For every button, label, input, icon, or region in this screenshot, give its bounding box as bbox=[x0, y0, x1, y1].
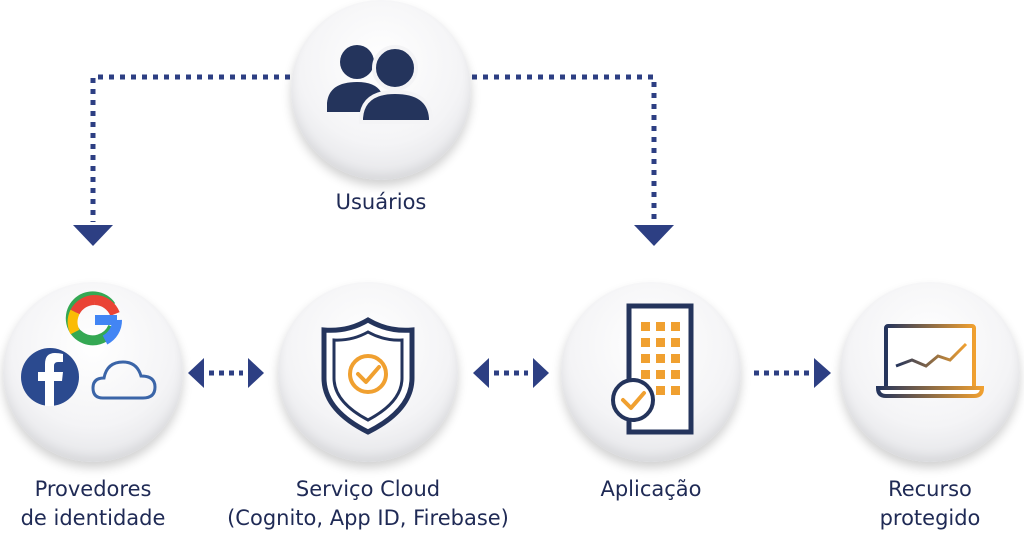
users-node bbox=[291, 0, 471, 180]
building-check-icon bbox=[611, 303, 694, 435]
cloud-app-arrow-left bbox=[473, 358, 489, 388]
shield-check-icon bbox=[321, 317, 415, 435]
resource-label-line2: protegido bbox=[879, 506, 981, 530]
laptop-chart-icon bbox=[875, 324, 985, 398]
app-resource-arrowhead bbox=[814, 358, 831, 388]
providers-cloud-arrow-right bbox=[248, 358, 264, 388]
providers-label-line2: de identidade bbox=[20, 506, 166, 530]
users-to-providers-line bbox=[90, 74, 290, 222]
users-to-app-line bbox=[472, 74, 657, 222]
cloud-app-arrow-right bbox=[533, 358, 549, 388]
providers-icons bbox=[21, 291, 157, 406]
cloud-service-node bbox=[278, 282, 458, 462]
resource-label-line1: Recurso bbox=[888, 477, 972, 501]
users-icon bbox=[327, 45, 433, 124]
resource-label: Recurso protegido bbox=[840, 475, 1020, 533]
cloud-service-label: Serviço Cloud (Cognito, App ID, Firebase… bbox=[218, 475, 518, 533]
users-label: Usuários bbox=[335, 190, 427, 214]
cloud-icon bbox=[91, 360, 157, 400]
application-node bbox=[561, 282, 741, 462]
cloud-service-label-line2: (Cognito, App ID, Firebase) bbox=[227, 506, 509, 530]
users-to-app-arrowhead bbox=[634, 225, 674, 246]
providers-cloud-arrow-left bbox=[188, 358, 204, 388]
providers-node bbox=[3, 282, 183, 462]
providers-label-line1: Provedores bbox=[34, 477, 152, 501]
users-to-providers-arrowhead bbox=[73, 225, 113, 246]
facebook-icon bbox=[21, 348, 79, 406]
providers-label: Provedores de identidade bbox=[3, 475, 183, 533]
application-label: Aplicação bbox=[600, 477, 702, 501]
resource-node bbox=[840, 282, 1020, 462]
cloud-service-label-line1: Serviço Cloud bbox=[295, 477, 441, 501]
google-icon bbox=[65, 291, 122, 346]
